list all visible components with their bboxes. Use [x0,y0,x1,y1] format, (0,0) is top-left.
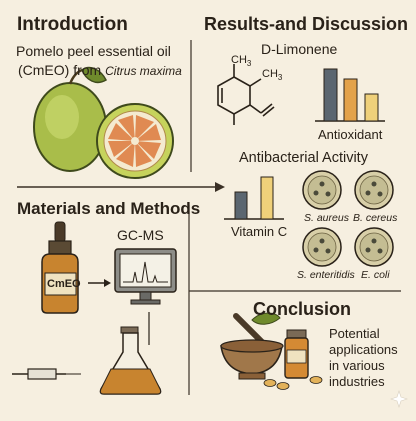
conclusion-line-2: applications [329,342,398,357]
conclusion-title: Conclusion [253,299,351,319]
materials-methods-title: Materials and Methods [17,199,201,218]
methyl-label-right: CH3 [262,68,283,83]
d-limonene-label: D-Limonene [261,41,338,57]
pomelo-fruit-illustration [33,66,107,172]
bacteria-label-s-enteritidis: S. enteritidis [297,269,355,281]
petri-dish-b-cereus [354,170,394,210]
cmeo-dropper-bottle [41,221,79,314]
conclusion-line-1: Potential [329,326,380,341]
petri-dish-s-enteritidis [302,227,342,267]
d-limonene-structure [217,64,275,125]
antioxidant-bar-chart [315,68,385,122]
sparkle-icon [390,390,408,408]
conclusion-line-3: in various [329,358,385,373]
intro-line-2: (CmEO) from Citrus maxima [18,62,182,78]
intro-line-2-prefix: (CmEO) from [18,62,106,78]
bacteria-label-e-coli: E. coli [361,269,390,281]
erlenmeyer-flask [99,326,162,395]
flow-arrow-head [215,182,225,192]
petri-dish-e-coli [354,227,394,267]
methyl-label-top: CH3 [231,54,252,69]
gc-ms-label: GC-MS [117,227,164,243]
cmeo-bottle-label: CmEO [47,278,81,290]
petri-dishes [302,170,394,267]
results-title: Results-and Discussion [204,14,409,34]
gc-ms-monitor [114,248,177,305]
introduction-title: Introduction [17,14,128,35]
petri-dish-s-aureus [302,170,342,210]
conclusion-line-4: industries [329,374,385,389]
bacteria-label-b-cereus: B. cereus [353,212,398,224]
vitamin-c-label: Vitamin C [231,224,288,239]
antibacterial-title: Antibacterial Activity [239,150,368,166]
bacteria-label-s-aureus: S. aureus [304,212,349,224]
pomelo-cut-half-illustration [96,103,174,179]
intro-line-1: Pomelo peel essential oil [16,43,171,59]
syringe-illustration [12,368,81,380]
supplement-bottle-illustration [263,329,323,390]
conclusion-text: Potential applications in various indust… [329,326,398,390]
vitamin-c-bar-chart [224,176,284,220]
mortar-pestle-illustration [220,312,284,380]
antioxidant-label: Antioxidant [318,127,383,142]
intro-species-name: Citrus maxima [105,64,182,78]
